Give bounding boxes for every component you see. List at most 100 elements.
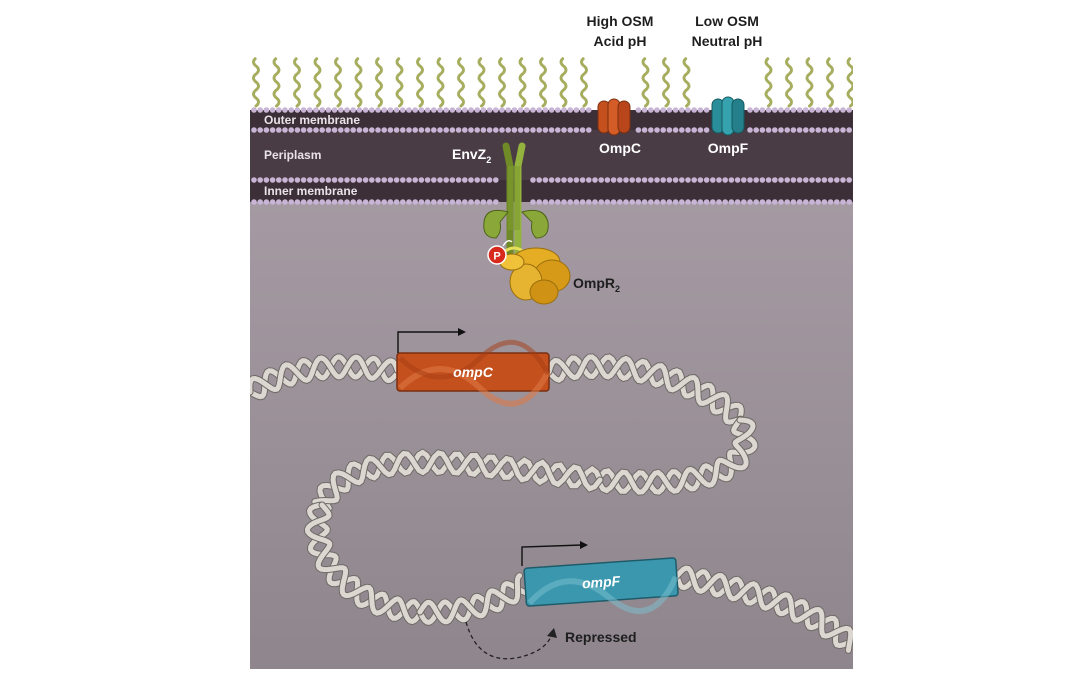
membrane-bead <box>772 177 778 183</box>
membrane-bead <box>344 127 350 133</box>
dna-backbone <box>307 502 423 621</box>
membrane-bead <box>412 199 419 205</box>
membrane-bead <box>455 199 462 205</box>
membrane-bead <box>468 127 474 133</box>
membrane-bead <box>796 107 803 113</box>
envz-left-lobe <box>483 209 509 239</box>
membrane-bead <box>530 127 536 133</box>
membrane-bead <box>486 127 493 133</box>
membrane-bead <box>815 199 821 205</box>
membrane-bead <box>796 199 803 205</box>
membrane-bead <box>617 177 623 183</box>
membrane-bead <box>338 199 344 205</box>
lipid-tail <box>293 56 301 108</box>
membrane-bead <box>381 199 388 205</box>
ompr-dimer <box>499 247 571 305</box>
membrane-bead <box>803 107 809 113</box>
membrane-bead <box>561 127 567 133</box>
membrane-bead <box>734 177 741 183</box>
membrane-bead <box>685 127 691 133</box>
membrane-bead <box>561 107 567 113</box>
membrane-bead <box>846 107 852 113</box>
membrane-bead <box>486 199 493 205</box>
membrane-bead <box>759 177 766 183</box>
membrane-bead <box>790 199 797 205</box>
membrane-bead <box>660 107 666 113</box>
membrane-bead <box>598 199 604 205</box>
membrane-bead <box>350 177 357 183</box>
dna-backbone <box>674 569 853 649</box>
ompc-porin-right <box>617 100 631 134</box>
membrane-bead <box>251 199 257 205</box>
membrane-bead <box>307 107 313 113</box>
lipid-tail <box>457 56 465 108</box>
dna-backbone <box>312 450 603 505</box>
membrane-bead <box>759 127 766 133</box>
phospho-transfer-arrow <box>502 239 513 247</box>
membrane-bead <box>691 107 697 113</box>
membrane-bead <box>400 107 406 113</box>
membrane-bead <box>462 177 468 183</box>
membrane-bead <box>573 127 580 133</box>
membrane-bead <box>431 199 437 205</box>
membrane-bead <box>654 177 660 183</box>
membrane-bead <box>313 199 319 205</box>
membrane-bead <box>294 199 301 205</box>
ompr-label: OmpR2 <box>573 275 620 294</box>
membrane-bead <box>338 107 344 113</box>
lipid-tail <box>826 56 834 108</box>
membrane-bead <box>573 177 580 183</box>
gene-ompf-label: ompF <box>582 573 622 592</box>
membrane-bead <box>263 177 270 183</box>
membrane-bead <box>753 177 759 183</box>
membrane-bead <box>300 127 307 133</box>
membrane-bead <box>834 127 840 133</box>
membrane-bead <box>443 127 450 133</box>
membrane-bead <box>449 107 456 113</box>
membrane-bead <box>437 177 443 183</box>
membrane-bead <box>555 199 561 205</box>
membrane-bead <box>344 107 350 113</box>
membrane-bead <box>282 127 288 133</box>
membrane-bead <box>734 199 741 205</box>
membrane-bead <box>406 127 412 133</box>
membrane-bead <box>406 107 412 113</box>
inner-membrane-strip <box>250 180 853 202</box>
membrane-bead <box>331 177 338 183</box>
membrane-bead <box>821 107 828 113</box>
membrane-bead <box>765 177 772 183</box>
membrane-bead <box>548 127 555 133</box>
membrane-bead <box>753 107 759 113</box>
membrane-bead <box>362 199 369 205</box>
membrane-bead <box>821 199 828 205</box>
membrane-bead <box>610 199 617 205</box>
membrane-bead <box>369 127 375 133</box>
repression-arc <box>465 621 553 660</box>
membrane-bead <box>586 177 592 183</box>
membrane-bead <box>474 177 481 183</box>
membrane-bead <box>697 199 704 205</box>
membrane-bead <box>431 177 437 183</box>
membrane-bead <box>747 127 753 133</box>
gene-ompf-box <box>523 557 679 607</box>
membrane-bead <box>759 199 766 205</box>
membrane-bead <box>691 199 697 205</box>
membrane-bead <box>803 199 809 205</box>
membrane-bead <box>251 127 257 133</box>
membrane-bead <box>381 107 388 113</box>
membrane-bead <box>648 107 654 113</box>
membrane-bead <box>393 177 400 183</box>
membrane-bead <box>821 177 828 183</box>
membrane-bead <box>276 127 282 133</box>
membrane-bead <box>276 177 282 183</box>
membrane-bead <box>294 127 301 133</box>
membrane-bead <box>672 177 679 183</box>
ompr-lobe-4 <box>529 279 559 305</box>
lipid-tail <box>436 56 445 108</box>
membrane-bead <box>356 199 363 205</box>
phosphate-circle <box>487 245 507 265</box>
membrane-bead <box>604 199 611 205</box>
membrane-bead <box>796 127 803 133</box>
membrane-bead <box>648 199 654 205</box>
ompf-protein-label: OmpF <box>708 140 749 156</box>
